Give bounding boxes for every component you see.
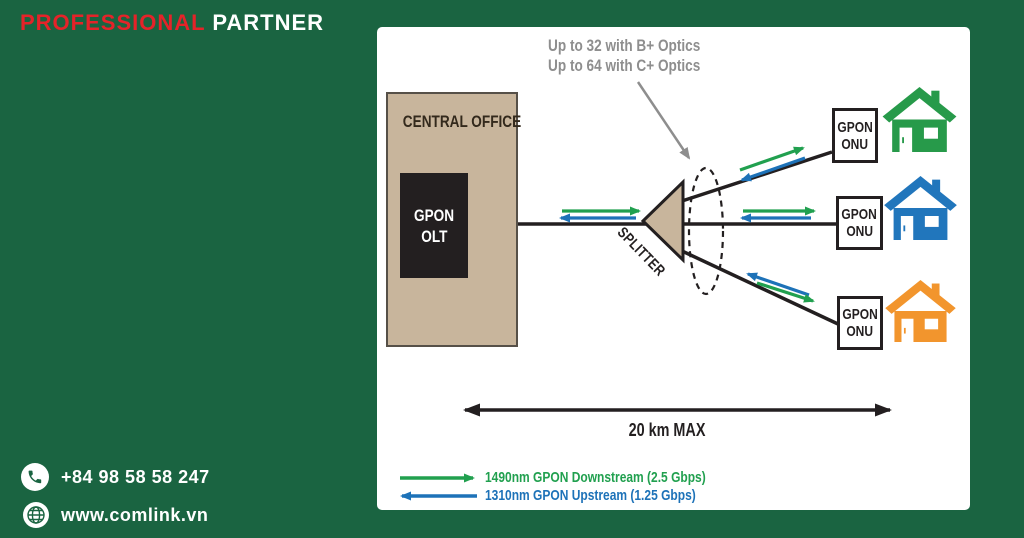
brand-word-professional: PROFESSIONAL	[20, 10, 206, 35]
legend-downstream-label: 1490nm GPON Downstream (2.5 Gbps)	[485, 469, 706, 486]
brand-word-partner: PARTNER	[212, 10, 325, 35]
upstream-arrow-top	[740, 156, 806, 182]
globe-icon	[23, 502, 49, 528]
house-icon-blue	[884, 176, 957, 240]
upstream-arrow-bottom	[746, 272, 810, 297]
gpon-onu-box-bottom: GPON ONU	[837, 296, 883, 350]
branch-line-bottom	[681, 249, 839, 326]
annotation-line2: Up to 64 with C+ Optics	[548, 56, 701, 75]
branch-line-top	[681, 150, 833, 203]
olt-label-line2: OLT	[420, 226, 448, 246]
contact-phone-row: +84 98 58 58 247	[21, 463, 210, 491]
downstream-arrow-bottom	[756, 281, 815, 303]
contact-website-row: www.comlink.vn	[23, 502, 208, 528]
olt-label-line1: GPON	[413, 205, 455, 225]
gpon-onu-box-top: GPON ONU	[832, 108, 878, 163]
annotation-arrow	[636, 81, 691, 160]
splitter-ellipse	[687, 166, 725, 296]
diagram-artwork	[400, 81, 892, 501]
gpon-onu-box-middle: GPON ONU	[836, 196, 883, 250]
central-office-label: CENTRAL OFFICE	[402, 112, 522, 131]
splitter-annotation: Up to 32 with B+ Optics Up to 64 with C+…	[529, 36, 719, 76]
annotation-line1: Up to 32 with B+ Optics	[548, 36, 701, 55]
brand-header: PROFESSIONAL PARTNER	[20, 10, 324, 36]
distance-label: 20 km MAX	[628, 420, 706, 440]
house-icon-green	[882, 87, 957, 152]
gpon-olt-box: GPON OLT	[400, 173, 468, 278]
downstream-arrow-top	[739, 146, 805, 172]
website-url: www.comlink.vn	[61, 504, 209, 525]
phone-icon	[21, 463, 49, 491]
legend-upstream-label: 1310nm GPON Upstream (1.25 Gbps)	[485, 487, 696, 504]
splitter-triangle	[640, 178, 685, 264]
house-icon-orange	[885, 280, 956, 342]
phone-number: +84 98 58 58 247	[61, 466, 210, 487]
diagram-panel: Up to 32 with B+ Optics Up to 64 with C+…	[377, 27, 970, 510]
